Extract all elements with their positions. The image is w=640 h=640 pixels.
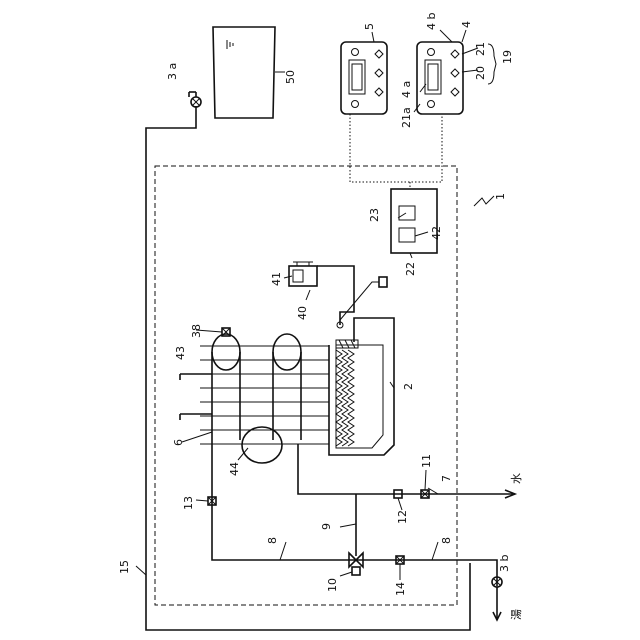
label-22: 22 [404, 262, 417, 276]
label-10: 10 [326, 578, 339, 592]
label-8a: 8 [266, 537, 279, 544]
water-supply-pipe-7 [298, 444, 515, 494]
label-19: 19 [501, 50, 514, 64]
label-12: 12 [396, 510, 409, 524]
label-3b: 3 b [498, 555, 511, 572]
pipe-15 [146, 106, 470, 630]
label-6: 6 [172, 439, 185, 446]
label-3a: 3 a [166, 63, 179, 80]
label-1: 1 [494, 193, 507, 200]
combustion-chamber-2 [329, 318, 394, 455]
remote-controller-4 [417, 42, 463, 114]
label-21: 21 [474, 42, 487, 56]
label-7: 7 [440, 475, 453, 482]
heat-exchanger-6 [200, 334, 329, 463]
label-21a: 21a [400, 107, 413, 128]
label-13: 13 [182, 496, 195, 510]
label-23: 23 [368, 208, 381, 222]
pointer-1 [474, 196, 494, 206]
label-4a: 4 a [400, 81, 413, 98]
pipe-stub-left [180, 414, 212, 420]
label-water: 水 [510, 473, 523, 484]
controller-22 [391, 189, 437, 253]
label-8b: 8 [440, 537, 453, 544]
gas-pipe-40 [317, 266, 354, 325]
label-5: 5 [363, 23, 376, 30]
brace-19 [488, 44, 496, 84]
label-40: 40 [296, 306, 309, 320]
label-4b: 4 b [425, 13, 438, 30]
label-43: 43 [174, 346, 187, 360]
sensor [379, 277, 387, 287]
label-11: 11 [420, 454, 433, 468]
signal-line-remotes [350, 114, 442, 182]
label-50: 50 [284, 70, 297, 84]
label-2: 2 [402, 383, 415, 390]
label-hot-water: 湯 [510, 609, 523, 620]
gas-valve-41 [289, 262, 317, 286]
label-44: 44 [228, 462, 241, 476]
label-15: 15 [118, 560, 131, 574]
bathtub-50 [213, 27, 285, 118]
mixing-valve-10 [349, 553, 363, 575]
remote-controller-5 [341, 42, 387, 114]
label-38: 38 [190, 324, 203, 338]
label-42: 42 [430, 226, 443, 240]
faucet-3a [189, 92, 201, 107]
label-20: 20 [474, 66, 487, 80]
label-14: 14 [394, 582, 407, 596]
label-9: 9 [320, 523, 333, 530]
sensor-wire [340, 282, 379, 320]
label-41: 41 [270, 272, 283, 286]
label-4: 4 [460, 21, 473, 28]
